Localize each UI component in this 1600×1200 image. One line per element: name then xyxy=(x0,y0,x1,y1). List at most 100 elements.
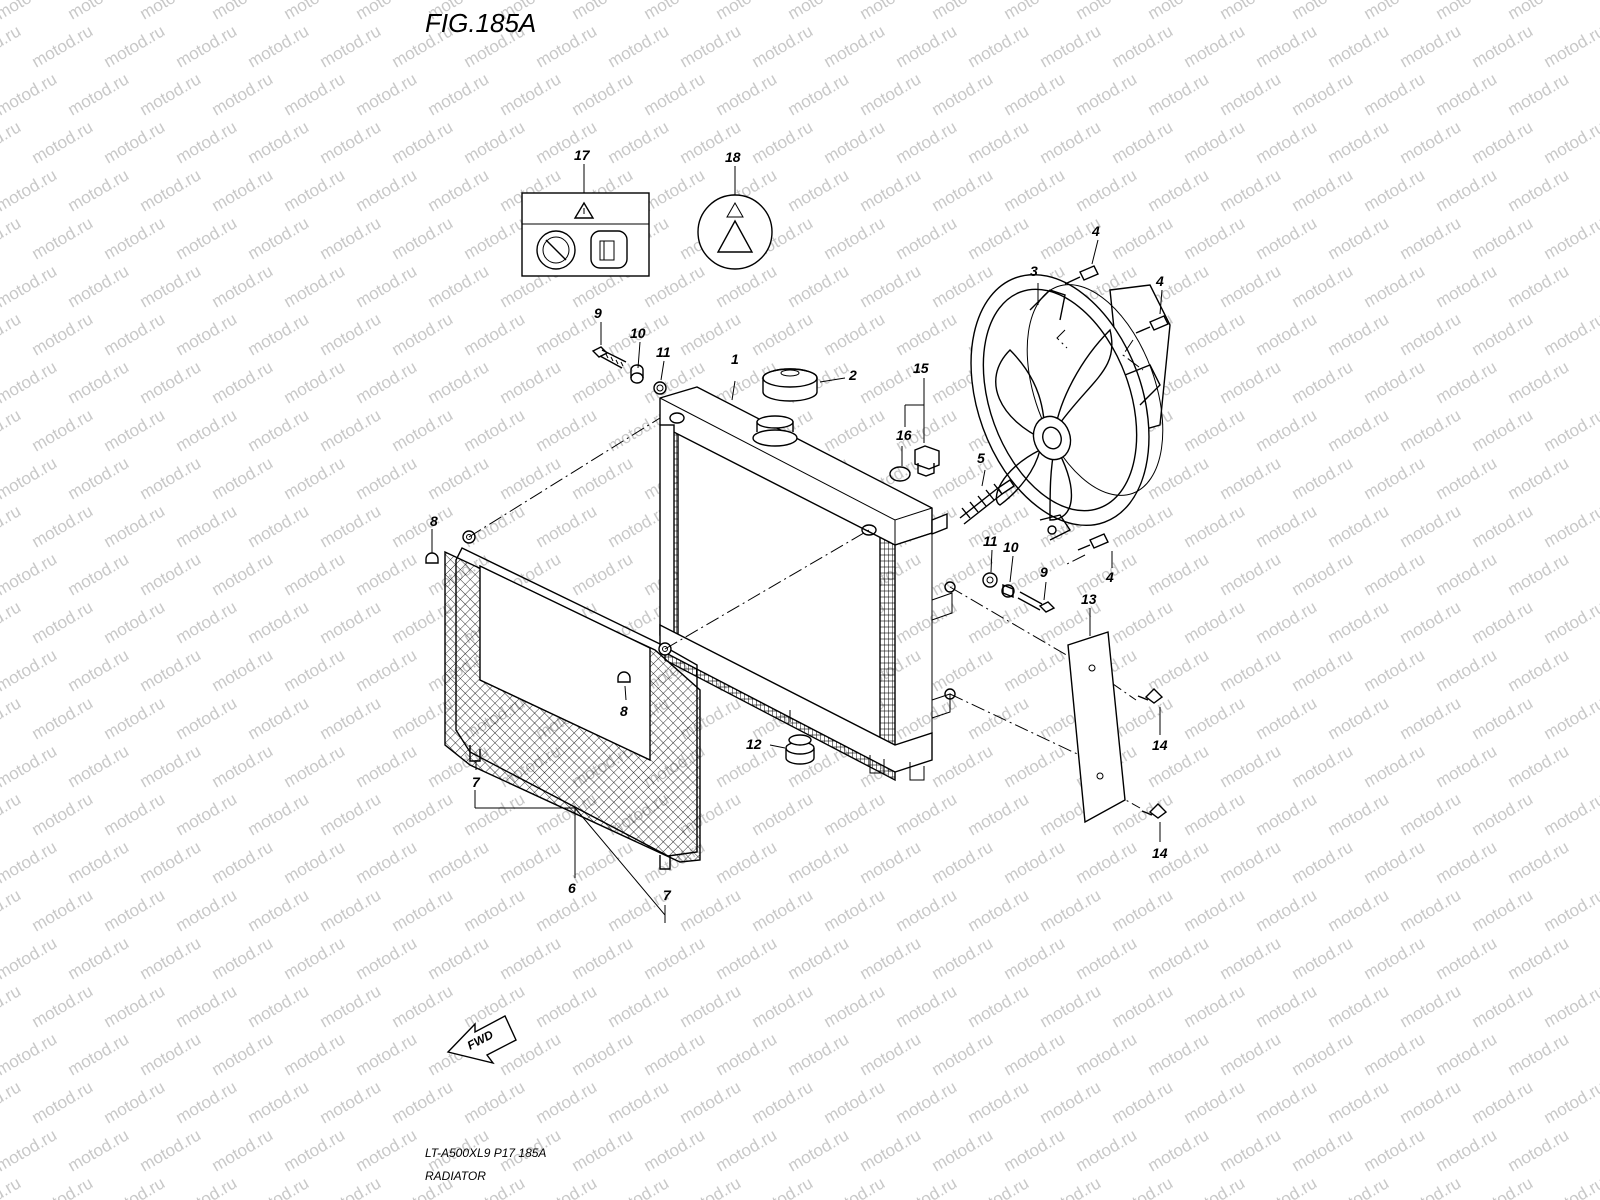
watermark-text: motod.ru xyxy=(929,837,997,887)
watermark-text: motod.ru xyxy=(0,1173,24,1200)
watermark-text: motod.ru xyxy=(821,309,889,359)
watermark-text: motod.ru xyxy=(965,1173,1033,1200)
watermark-text: motod.ru xyxy=(353,837,421,887)
watermark-text: motod.ru xyxy=(1217,165,1285,215)
watermark-text: motod.ru xyxy=(929,645,997,695)
watermark-text: motod.ru xyxy=(209,165,277,215)
watermark-text: motod.ru xyxy=(1505,0,1573,23)
watermark-text: motod.ru xyxy=(0,357,60,407)
part-13-cover-plate xyxy=(1067,608,1126,824)
watermark-text: motod.ru xyxy=(0,1125,60,1175)
watermark-text: motod.ru xyxy=(749,309,817,359)
watermark-text: motod.ru xyxy=(317,21,385,71)
watermark-text: motod.ru xyxy=(461,309,529,359)
watermark-text: motod.ru xyxy=(929,741,997,791)
watermark-text: motod.ru xyxy=(1109,1173,1177,1200)
watermark-text: motod.ru xyxy=(893,1077,961,1127)
watermark-text: motod.ru xyxy=(893,1173,961,1200)
watermark-text: motod.ru xyxy=(317,117,385,167)
watermark-text: motod.ru xyxy=(1181,789,1249,839)
part-3-cooling-fan xyxy=(970,273,1171,541)
watermark-text: motod.ru xyxy=(1001,165,1069,215)
callout-12: 12 xyxy=(746,736,762,752)
watermark-text: motod.ru xyxy=(605,1077,673,1127)
watermark-text: motod.ru xyxy=(137,1029,205,1079)
watermark-text: motod.ru xyxy=(1325,597,1393,647)
watermark-text: motod.ru xyxy=(101,693,169,743)
watermark-text: motod.ru xyxy=(173,1173,241,1200)
watermark-text: motod.ru xyxy=(461,501,529,551)
callout-16: 16 xyxy=(896,427,912,443)
watermark-text: motod.ru xyxy=(101,789,169,839)
watermark-text: motod.ru xyxy=(0,69,60,119)
watermark-text: motod.ru xyxy=(785,1029,853,1079)
watermark-text: motod.ru xyxy=(281,261,349,311)
watermark-text: motod.ru xyxy=(1325,885,1393,935)
watermark-text: motod.ru xyxy=(245,213,313,263)
watermark-text: motod.ru xyxy=(101,213,169,263)
watermark-text: motod.ru xyxy=(137,837,205,887)
watermark-text: motod.ru xyxy=(65,933,133,983)
watermark-text: motod.ru xyxy=(0,837,60,887)
watermark-text: motod.ru xyxy=(101,501,169,551)
watermark-text: motod.ru xyxy=(1253,117,1321,167)
watermark-text: motod.ru xyxy=(641,261,709,311)
watermark-text: motod.ru xyxy=(857,1029,925,1079)
watermark-text: motod.ru xyxy=(713,1125,781,1175)
watermark-text: motod.ru xyxy=(353,1029,421,1079)
watermark-text: motod.ru xyxy=(533,1077,601,1127)
watermark-text: motod.ru xyxy=(65,1029,133,1079)
watermark-text: motod.ru xyxy=(1217,645,1285,695)
watermark-text: motod.ru xyxy=(641,165,709,215)
watermark-text: motod.ru xyxy=(281,69,349,119)
watermark-text: motod.ru xyxy=(893,789,961,839)
watermark-text: motod.ru xyxy=(965,981,1033,1031)
watermark-text: motod.ru xyxy=(29,405,97,455)
watermark-text: motod.ru xyxy=(1037,1173,1105,1200)
model-code-caption: LT-A500XL9 P17 185A xyxy=(425,1146,546,1160)
callout-11b: 11 xyxy=(983,533,998,549)
watermark-text: motod.ru xyxy=(1469,693,1537,743)
watermark-text: motod.ru xyxy=(1253,885,1321,935)
watermark-text: motod.ru xyxy=(353,1125,421,1175)
watermark-text: motod.ru xyxy=(0,741,60,791)
watermark-text: motod.ru xyxy=(65,549,133,599)
callout-17: 17 xyxy=(574,147,591,163)
watermark-text: motod.ru xyxy=(1397,405,1465,455)
watermark-text: motod.ru xyxy=(1397,981,1465,1031)
watermark-text: motod.ru xyxy=(1541,981,1600,1031)
callout-14b: 14 xyxy=(1152,845,1168,861)
watermark-text: motod.ru xyxy=(1433,0,1501,23)
watermark-text: motod.ru xyxy=(965,885,1033,935)
watermark-text: motod.ru xyxy=(1397,789,1465,839)
watermark-text: motod.ru xyxy=(0,501,24,551)
watermark-text: motod.ru xyxy=(0,117,24,167)
watermark-text: motod.ru xyxy=(353,453,421,503)
watermark-text: motod.ru xyxy=(1469,789,1537,839)
watermark-text: motod.ru xyxy=(1073,933,1141,983)
watermark-text: motod.ru xyxy=(389,309,457,359)
watermark-text: motod.ru xyxy=(965,21,1033,71)
callout-6: 6 xyxy=(568,880,576,896)
watermark-text: motod.ru xyxy=(101,597,169,647)
watermark-text: motod.ru xyxy=(317,405,385,455)
watermark-text: motod.ru xyxy=(0,549,60,599)
watermark-text: motod.ru xyxy=(1217,453,1285,503)
watermark-text: motod.ru xyxy=(245,885,313,935)
watermark-text: motod.ru xyxy=(1073,1125,1141,1175)
watermark-text: motod.ru xyxy=(317,789,385,839)
watermark-text: motod.ru xyxy=(569,0,637,23)
callout-7b: 7 xyxy=(663,887,672,903)
watermark-text: motod.ru xyxy=(1253,309,1321,359)
watermark-text: motod.ru xyxy=(461,405,529,455)
watermark-text: motod.ru xyxy=(929,1125,997,1175)
watermark-text: motod.ru xyxy=(0,453,60,503)
part-8-fasteners xyxy=(425,529,631,701)
watermark-text: motod.ru xyxy=(1001,933,1069,983)
watermark-text: motod.ru xyxy=(1289,165,1357,215)
watermark-text: motod.ru xyxy=(785,69,853,119)
callout-3: 3 xyxy=(1030,263,1038,279)
watermark-text: motod.ru xyxy=(245,597,313,647)
watermark-text: motod.ru xyxy=(1505,549,1573,599)
watermark-text: motod.ru xyxy=(713,1029,781,1079)
